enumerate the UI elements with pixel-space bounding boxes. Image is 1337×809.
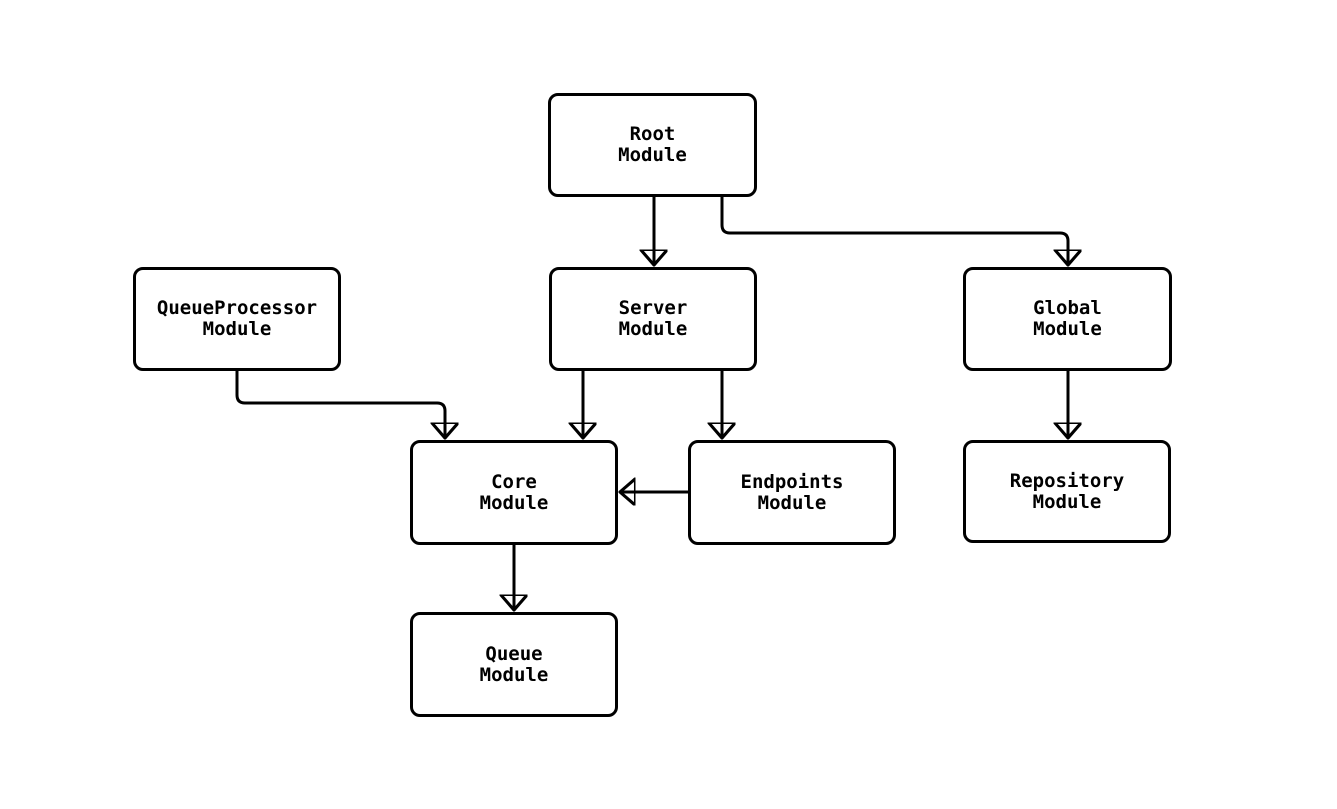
node-label: Endpoints Module <box>740 470 844 514</box>
node-label: QueueProcessor Module <box>156 297 318 340</box>
node-server-module: Server Module <box>549 267 757 371</box>
node-core-module: Core Module <box>410 440 618 545</box>
node-label: Global Module <box>1033 297 1102 340</box>
node-queue-module: Queue Module <box>410 612 618 717</box>
edge-queueprocessor-to-core <box>235 371 445 437</box>
node-root-module: Root Module <box>548 93 757 197</box>
node-label: Queue Module <box>479 642 549 686</box>
node-label: Repository Module <box>1009 469 1125 513</box>
node-label: Core Module <box>479 470 549 514</box>
node-label: Server Module <box>618 297 688 340</box>
node-repository-module: Repository Module <box>963 440 1171 543</box>
node-label: Root Module <box>618 123 687 166</box>
node-queueprocessor-module: QueueProcessor Module <box>133 267 341 371</box>
node-global-module: Global Module <box>963 267 1172 371</box>
node-endpoints-module: Endpoints Module <box>688 440 896 545</box>
edge-root-to-global <box>720 197 1068 264</box>
